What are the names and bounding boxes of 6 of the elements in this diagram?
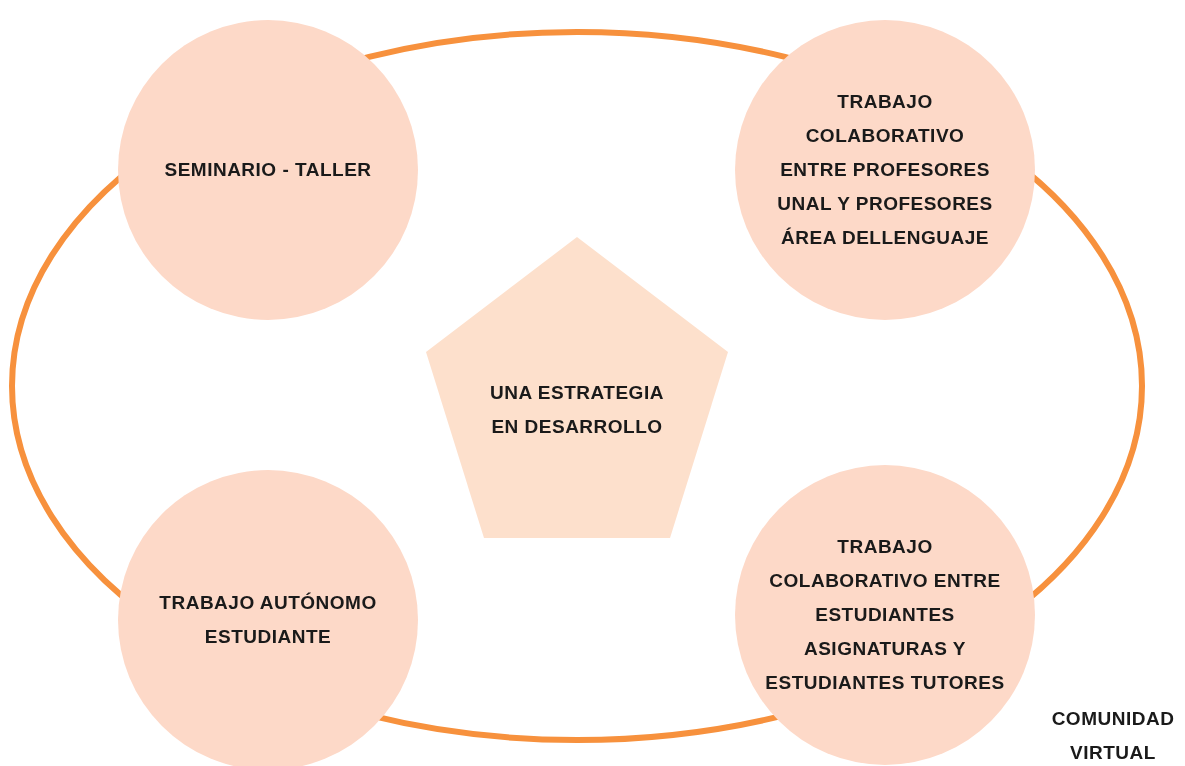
node-label: UNA ESTRATEGIA EN DESARROLLO — [489, 381, 665, 439]
ellipse-label: COMUNIDAD VIRTUAL — [1050, 707, 1176, 765]
node-label: TRABAJO AUTÓNOMO ESTUDIANTE — [158, 591, 378, 649]
node-label: TRABAJO COLABORATIVO ENTRE ESTUDIANTES ASIGNATURAS Y ESTUDIANTES TUTORES — [765, 535, 1005, 695]
node-label: TRABAJO COLABORATIVO ENTRE PROFESORES UNAL Y PROFESORES ÁREA DELLENGUAJE — [776, 90, 994, 250]
node-label: SEMINARIO - TALLER — [163, 158, 373, 182]
